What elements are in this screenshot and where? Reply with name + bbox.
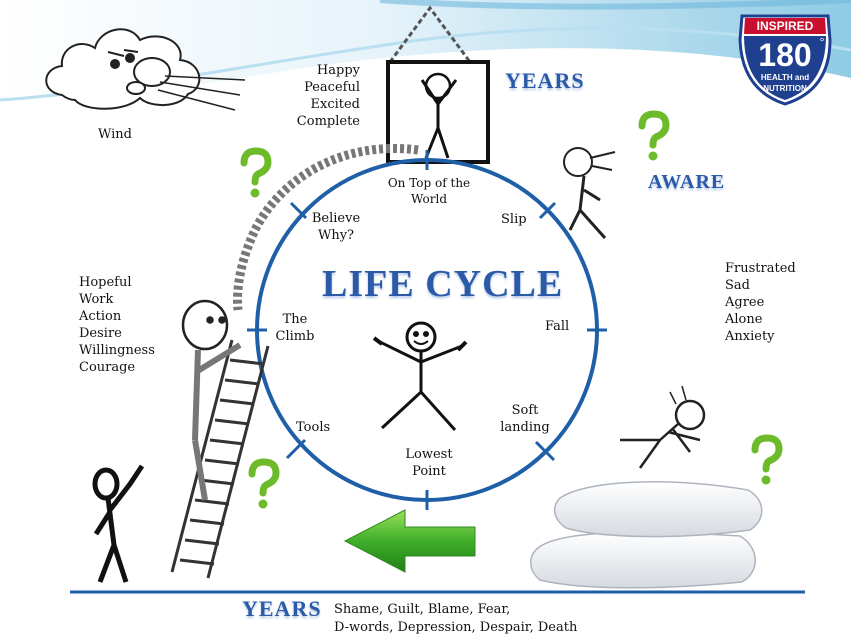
- falling-stickman-icon: [620, 386, 704, 468]
- cycle-label-fall: Fall: [545, 318, 569, 335]
- left-state-list: Hopeful Work Action Desire Willingness C…: [79, 274, 155, 376]
- right-state-item: Agree: [725, 294, 796, 311]
- green-back-arrow-icon: [345, 510, 475, 572]
- aware-label: AWARE: [648, 170, 725, 194]
- top-state-item: Happy: [296, 62, 360, 79]
- logo-line2-text: NUTRITION: [763, 84, 807, 93]
- life-cycle-title: LIFE CYCLE: [322, 262, 563, 306]
- left-state-item: Action: [79, 308, 155, 325]
- left-state-item: Willingness: [79, 342, 155, 359]
- cycle-label-believe: Believe Why?: [310, 210, 362, 244]
- cycle-label-tools: Tools: [296, 419, 330, 436]
- logo-degree-text: °: [820, 35, 825, 49]
- pointing-stickman-icon: [95, 466, 142, 582]
- right-state-list: Frustrated Sad Agree Alone Anxiety: [725, 260, 796, 345]
- left-state-item: Courage: [79, 359, 155, 376]
- right-state-item: Sad: [725, 277, 796, 294]
- cycle-label-lowest: Lowest Point: [398, 446, 460, 480]
- top-state-list: Happy Peaceful Excited Complete: [296, 62, 360, 130]
- right-state-item: Anxiety: [725, 328, 796, 345]
- left-state-item: Desire: [79, 325, 155, 342]
- bottom-state-line2: D-words, Depression, Despair, Death: [334, 619, 577, 636]
- pillows-icon: [531, 482, 762, 588]
- question-mark-icon: [755, 438, 779, 485]
- logo-top-text: INSPIRED: [757, 19, 814, 33]
- question-mark-icon: [252, 462, 276, 509]
- cycle-label-climb: The Climb: [272, 311, 318, 345]
- ladder-icon: [172, 340, 268, 578]
- right-state-item: Alone: [725, 311, 796, 328]
- top-state-item: Peaceful: [296, 79, 360, 96]
- right-state-item: Frustrated: [725, 260, 796, 277]
- question-mark-icon: [244, 151, 268, 198]
- inspired-180-logo: INSPIRED 180 ° HEALTH and NUTRITION: [740, 16, 830, 104]
- top-state-item: Complete: [296, 113, 360, 130]
- left-state-item: Work: [79, 291, 155, 308]
- years-bottom-label: YEARS: [242, 596, 322, 622]
- logo-number-text: 180: [758, 37, 811, 73]
- wind-label: Wind: [98, 126, 132, 143]
- bottom-state-line1: Shame, Guilt, Blame, Fear,: [334, 601, 510, 618]
- slipping-stickman-icon: [564, 148, 615, 238]
- question-mark-icon: [642, 114, 666, 161]
- cycle-label-slip: Slip: [501, 211, 527, 228]
- top-state-item: Excited: [296, 96, 360, 113]
- left-state-item: Hopeful: [79, 274, 155, 291]
- cycle-label-soft-landing: Soft landing: [498, 402, 552, 436]
- logo-line1-text: HEALTH and: [761, 73, 809, 82]
- cycle-label-top: On Top of the World: [384, 175, 474, 207]
- years-top-label: YEARS: [505, 68, 585, 94]
- center-stickman-icon: [374, 323, 466, 430]
